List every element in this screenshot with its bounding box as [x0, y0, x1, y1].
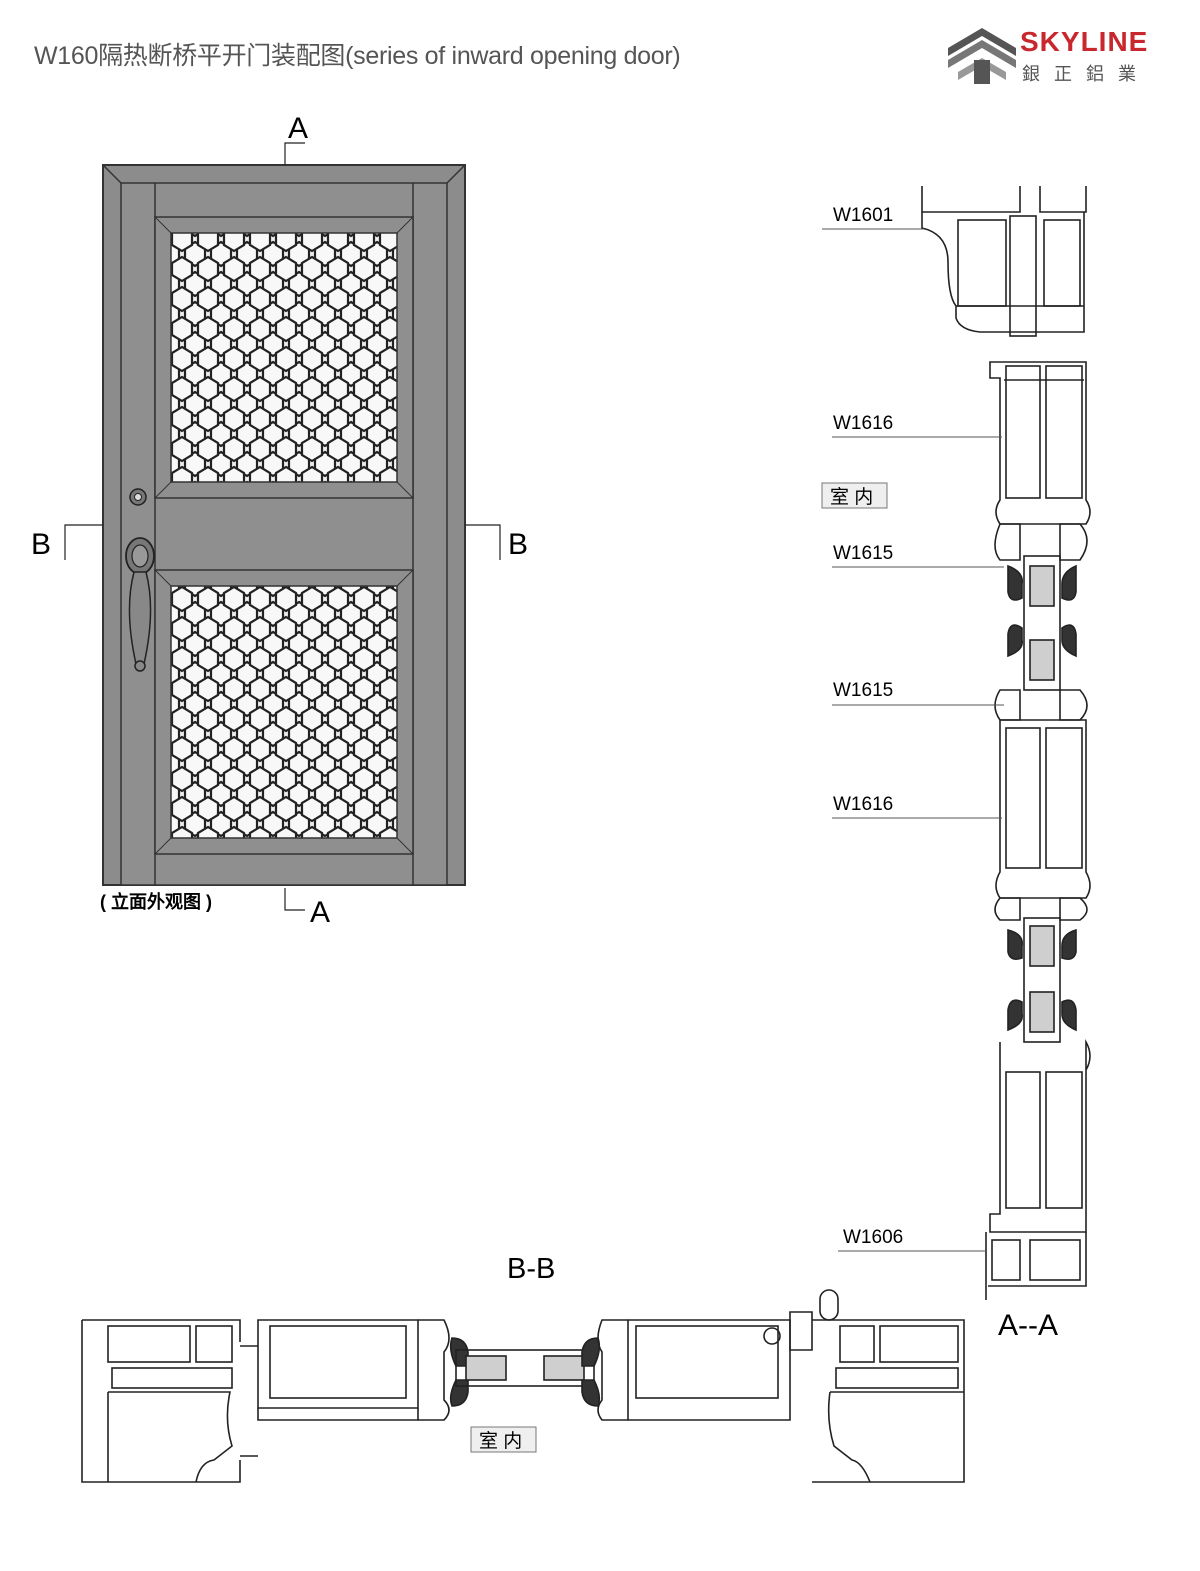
part-w1616-upper: W1616 — [833, 413, 893, 434]
part-w1601: W1601 — [833, 205, 893, 226]
part-w1615-lower: W1615 — [833, 680, 893, 701]
lock-icon — [129, 488, 147, 506]
elevation-caption: ( 立面外观图 ) — [100, 891, 212, 912]
section-aa-title: A--A — [998, 1309, 1058, 1342]
logo-name: SKYLINE — [1020, 26, 1149, 57]
section-b-left-label: B — [31, 528, 51, 561]
part-w1616-lower: W1616 — [833, 794, 893, 815]
bottom-glass-mesh — [170, 585, 398, 839]
skyline-logo-icon — [948, 28, 1016, 84]
door-handle-icon — [125, 537, 155, 672]
section-bb-title: B-B — [507, 1253, 555, 1285]
part-w1606: W1606 — [843, 1227, 903, 1248]
section-a-bottom-label: A — [310, 896, 330, 929]
indoor-label-aa: 室 内 — [830, 486, 873, 508]
indoor-tag-bb — [470, 1426, 537, 1453]
top-glass-mesh — [170, 232, 398, 483]
door-elevation — [102, 164, 466, 886]
section-a-top-label: A — [288, 112, 308, 145]
section-aa-profile — [921, 186, 1091, 1300]
section-bb-profile — [81, 1289, 965, 1483]
logo-chinese: 銀正鋁業 — [1022, 64, 1150, 84]
section-aa-leaders — [822, 228, 1004, 1252]
brand-logo: SKYLINE 銀正鋁業 — [944, 22, 1164, 86]
part-w1615-upper: W1615 — [833, 543, 893, 564]
page-title: W160隔热断桥平开门装配图(series of inward opening … — [34, 42, 681, 70]
section-markers — [64, 142, 501, 911]
indoor-tag-aa — [821, 482, 888, 509]
indoor-label-bb: 室 内 — [479, 1430, 522, 1452]
section-b-right-label: B — [508, 528, 528, 561]
